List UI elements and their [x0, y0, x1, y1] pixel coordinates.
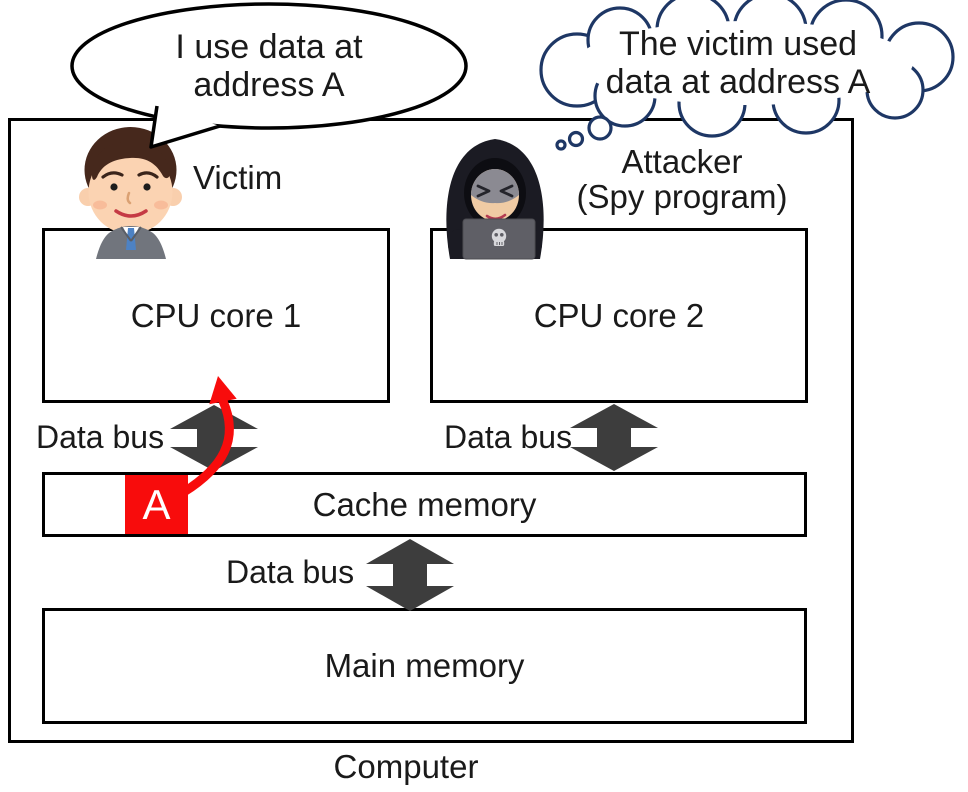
cpu-core-2-box: CPU core 2	[430, 228, 808, 403]
cached-address-block: A	[125, 475, 188, 534]
data-bus-label-left: Data bus	[36, 419, 165, 455]
data-bus-label-right: Data bus	[444, 419, 573, 455]
victim-label: Victim	[193, 159, 283, 196]
cpu-core-1-box: CPU core 1	[42, 228, 390, 403]
cpu-core-1-label: CPU core 1	[130, 296, 302, 334]
victim-speech-line2: address A	[193, 66, 345, 104]
cache-memory-label: Cache memory	[312, 485, 537, 523]
main-memory-label: Main memory	[324, 647, 525, 684]
attacker-thought-line1: The victim used	[618, 25, 858, 63]
attacker-label-line2: (Spy program)	[576, 178, 788, 215]
victim-speech-text: I use data at address A	[120, 28, 418, 104]
victim-speech-line1: I use data at	[175, 28, 363, 66]
attacker-label-line1: Attacker	[621, 143, 743, 180]
main-memory-box: Main memory	[42, 608, 807, 724]
data-bus-label-bottom: Data bus	[226, 554, 355, 590]
attacker-label: Attacker (Spy program)	[546, 144, 818, 214]
attacker-thought-text: The victim used data at address A	[579, 25, 897, 101]
cached-address-label: A	[142, 480, 171, 528]
computer-label: Computer	[333, 748, 479, 785]
attacker-thought-line2: data at address A	[605, 63, 871, 101]
cpu-core-2-label: CPU core 2	[533, 296, 705, 334]
